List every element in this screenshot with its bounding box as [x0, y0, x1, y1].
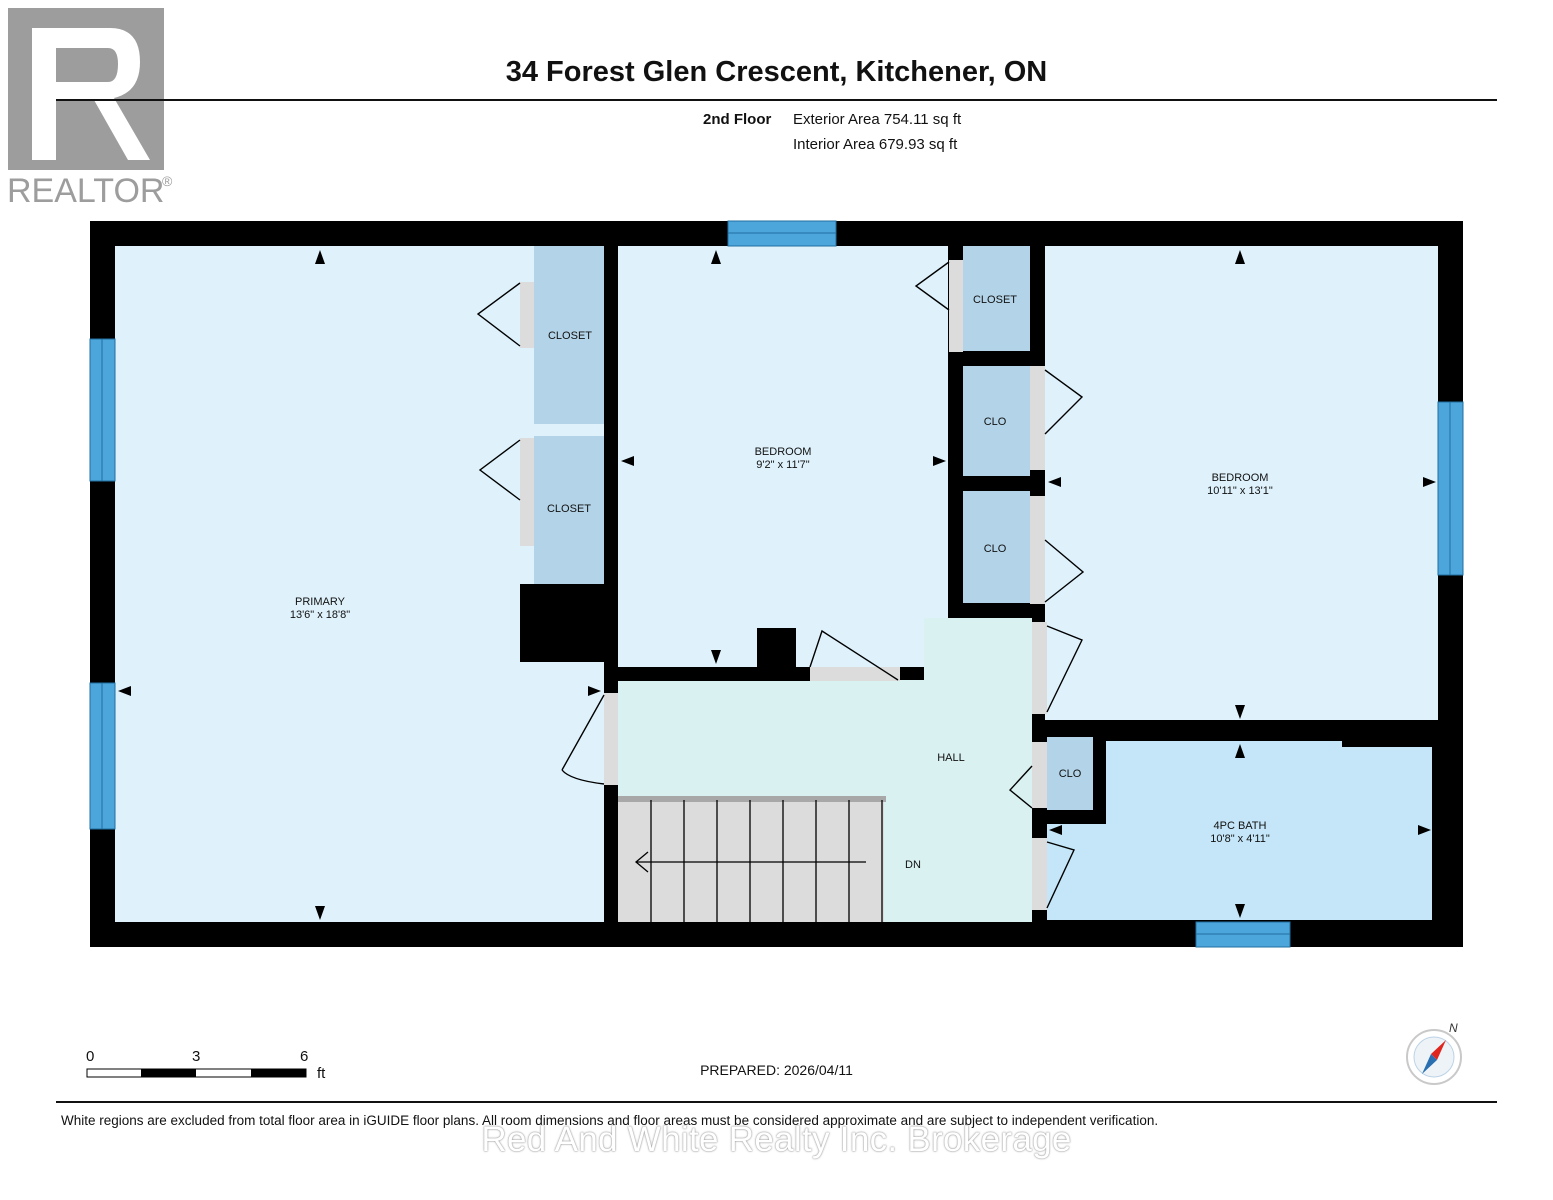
bedroom2-dims: 10'11" x 13'1" [1207, 485, 1273, 497]
scale-bar [86, 1068, 307, 1078]
logo-registered-mark: ® [162, 173, 173, 189]
door-jambs [520, 260, 1047, 910]
primary-name: PRIMARY [295, 596, 346, 608]
door-swings [476, 261, 1085, 909]
scale-unit: ft [317, 1065, 326, 1082]
brokerage-watermark: Red And White Realty Inc. Brokerage [481, 1120, 1072, 1159]
dimension-arrows [118, 250, 1436, 920]
closet-b-label: CLOSET [547, 503, 591, 515]
stairs-label: DN [905, 859, 921, 871]
clo-lower [963, 491, 1030, 603]
clo-upper [963, 366, 1030, 476]
bath-name: 4PC BATH [1214, 820, 1267, 832]
floor-label: 2nd Floor [703, 111, 772, 128]
closet-a-label: CLOSET [548, 330, 592, 342]
bedroom1-dims: 9'2" x 11'7" [756, 459, 809, 471]
disclaimer: White regions are excluded from total fl… [61, 1113, 1159, 1128]
room-bedroom-2 [1045, 246, 1438, 720]
closet-c-label: CLOSET [973, 294, 1017, 306]
closet-bedroom-1 [963, 246, 1030, 351]
exterior-area: Exterior Area 754.11 sq ft [793, 111, 962, 128]
bedroom1-name: BEDROOM [755, 446, 812, 458]
staircase [618, 796, 886, 922]
bedroom2-name: BEDROOM [1212, 472, 1269, 484]
realtor-logo: REALTOR ® [7, 8, 173, 210]
clo-a-label: CLO [984, 416, 1007, 428]
scale-tick-0: 0 [86, 1048, 95, 1065]
interior-area: Interior Area 679.93 sq ft [793, 136, 958, 153]
floor-plan: PRIMARY 13'6" x 18'8" BEDROOM 9'2" x 11'… [89, 220, 1464, 948]
primary-dims: 13'6" x 18'8" [290, 609, 350, 621]
compass-north-label: N [1449, 1021, 1458, 1035]
clo-b-label: CLO [984, 543, 1007, 555]
scale-tick-3: 3 [192, 1048, 201, 1065]
logo-text: REALTOR [7, 172, 164, 210]
bath-dims: 10'8" x 4'11" [1210, 833, 1270, 845]
page-title: 34 Forest Glen Crescent, Kitchener, ON [505, 56, 1048, 88]
room-bedroom-1 [618, 246, 948, 667]
clo-c-label: CLO [1059, 768, 1082, 780]
prepared-date: PREPARED: 2026/04/11 [700, 1062, 853, 1078]
header-divider [56, 99, 1497, 101]
room-bath [1047, 741, 1432, 920]
hall-name: HALL [937, 752, 965, 764]
clo-bath [1047, 737, 1093, 810]
compass-icon: N [1406, 1021, 1462, 1085]
scale-tick-6: 6 [300, 1048, 309, 1065]
closet-primary-lower [534, 436, 604, 584]
footer-divider [56, 1101, 1497, 1103]
closet-primary-upper [534, 246, 604, 424]
